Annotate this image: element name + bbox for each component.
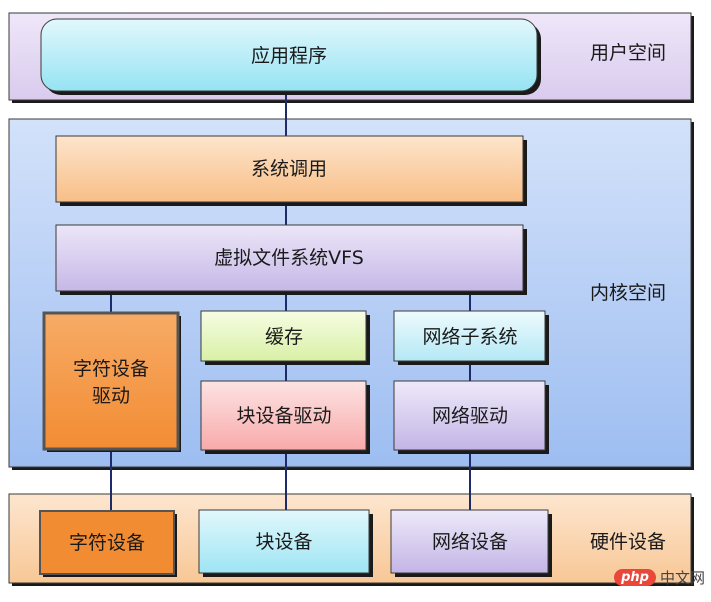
- block-device-label: 块设备: [255, 531, 312, 553]
- kernel-space-label: 内核空间: [590, 282, 666, 304]
- net-driver-box: 网络驱动: [393, 380, 549, 454]
- watermark-logo: php: [614, 569, 656, 586]
- watermark-text: 中文网: [659, 569, 705, 587]
- net-subsystem-label: 网络子系统: [422, 326, 517, 348]
- net-subsystem-box: 网络子系统: [393, 310, 549, 365]
- block-driver-label: 块设备驱动: [236, 405, 331, 427]
- char-device-label: 字符设备: [69, 532, 145, 554]
- hardware-label: 硬件设备: [590, 531, 666, 553]
- vfs-label: 虚拟文件系统VFS: [214, 247, 364, 269]
- cache-label: 缓存: [265, 326, 303, 348]
- char-driver-label-line2: 驱动: [92, 385, 130, 407]
- net-device-label: 网络设备: [432, 531, 508, 553]
- char-driver-box: 字符设备 驱动: [42, 311, 181, 452]
- cache-box: 缓存: [200, 310, 370, 365]
- char-driver-label-line1: 字符设备: [73, 358, 149, 380]
- watermark: php 中文网: [614, 567, 705, 588]
- net-driver-label: 网络驱动: [432, 405, 508, 427]
- connector-lines: [110, 93, 471, 511]
- syscall-box: 系统调用: [55, 135, 527, 206]
- net-device-box: 网络设备: [390, 509, 552, 577]
- user-space-label: 用户空间: [590, 42, 666, 64]
- application-box: 应用程序: [40, 18, 541, 95]
- block-device-box: 块设备: [198, 509, 373, 577]
- char-device-box: 字符设备: [39, 510, 177, 577]
- block-driver-box: 块设备驱动: [200, 380, 370, 454]
- vfs-box: 虚拟文件系统VFS: [55, 224, 527, 295]
- application-label: 应用程序: [251, 45, 327, 67]
- syscall-label: 系统调用: [251, 158, 327, 180]
